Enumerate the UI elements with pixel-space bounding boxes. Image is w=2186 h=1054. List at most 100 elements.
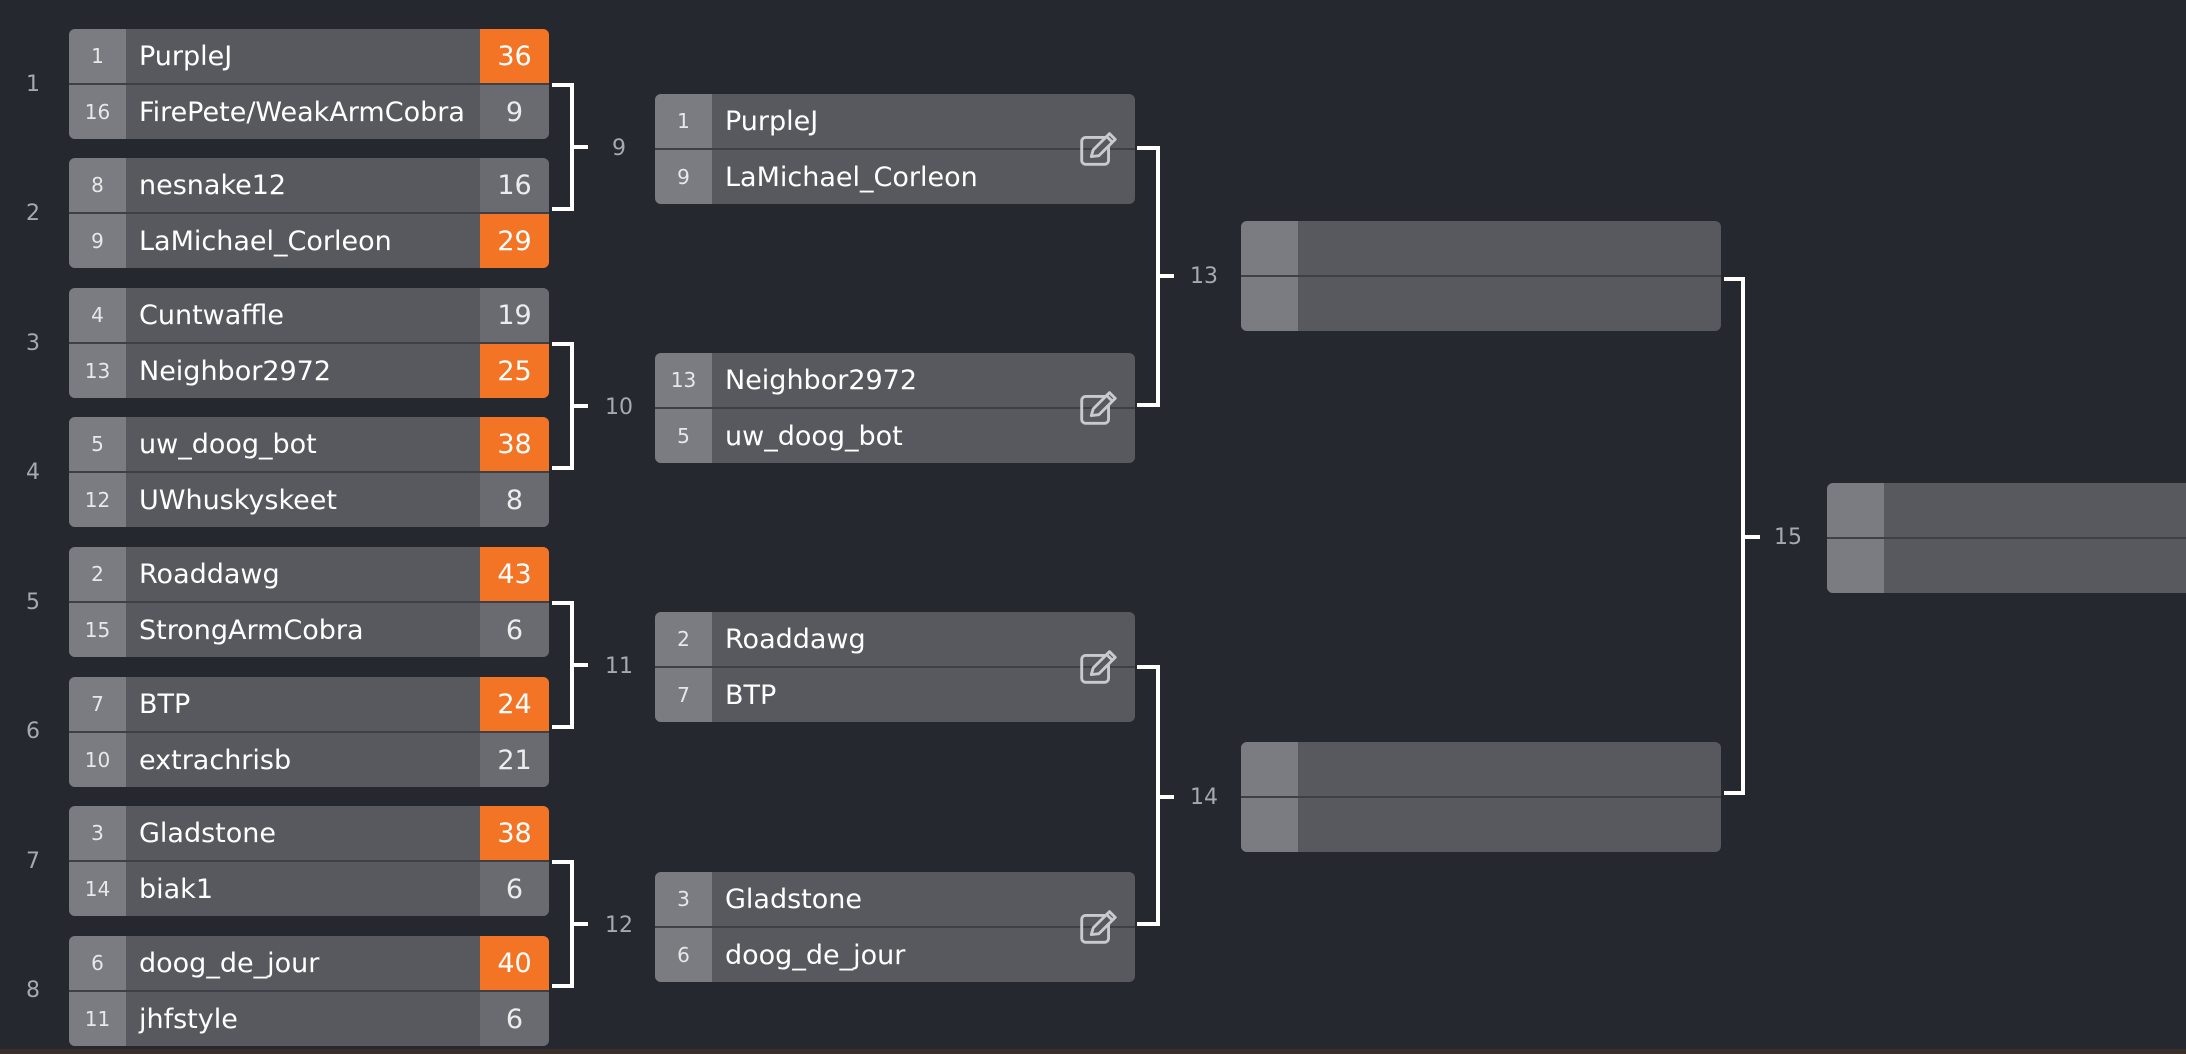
edit-pencil-icon[interactable]: [1073, 901, 1123, 951]
participant-row[interactable]: 11 jhfstyle 6: [69, 990, 549, 1046]
round1-match-2[interactable]: 8 nesnake12 16 9 LaMichael_Corleon 29: [69, 158, 549, 268]
connector-line: [1137, 146, 1160, 407]
seed-badge: 5: [69, 417, 126, 471]
match-number: 8: [26, 978, 40, 1003]
seed-badge: 3: [655, 872, 712, 926]
participant-row[interactable]: 7 BTP: [655, 666, 1135, 722]
score: 6: [480, 992, 549, 1046]
seed-badge: 5: [655, 409, 712, 463]
match-number: 6: [26, 719, 40, 744]
participant-row-empty[interactable]: [1241, 275, 1721, 331]
seed-badge: 9: [69, 214, 126, 268]
participant-name: LaMichael_Corleon: [725, 161, 978, 193]
match-number: 15: [1774, 525, 1802, 550]
participant-row[interactable]: 7 BTP 24: [69, 677, 549, 731]
participant-row-empty[interactable]: [1241, 796, 1721, 852]
round2-match-10[interactable]: 13 Neighbor2972 5 uw_doog_bot: [655, 353, 1135, 463]
round3-match-13[interactable]: [1241, 221, 1721, 331]
round2-match-12[interactable]: 3 Gladstone 6 doog_de_jour: [655, 872, 1135, 982]
match-number: 14: [1190, 785, 1218, 810]
match-number: 7: [26, 849, 40, 874]
participant-row[interactable]: 2 Roaddawg: [655, 612, 1135, 666]
round2-match-11[interactable]: 2 Roaddawg 7 BTP: [655, 612, 1135, 722]
participant-row[interactable]: 5 uw_doog_bot 38: [69, 417, 549, 471]
participant-row[interactable]: 3 Gladstone 38: [69, 806, 549, 860]
score: 8: [480, 473, 549, 527]
score-winner: 38: [480, 806, 549, 860]
connector-line: [552, 342, 574, 470]
participant-row[interactable]: 6 doog_de_jour: [655, 926, 1135, 982]
participant-row[interactable]: 13 Neighbor2972 25: [69, 342, 549, 398]
participant-row[interactable]: 2 Roaddawg 43: [69, 547, 549, 601]
round4-match-15[interactable]: [1827, 483, 2186, 593]
round1-match-5[interactable]: 2 Roaddawg 43 15 StrongArmCobra 6: [69, 547, 549, 657]
score-winner: 43: [480, 547, 549, 601]
seed-badge: 2: [655, 612, 712, 666]
round1-match-1[interactable]: 1 PurpleJ 36 16 FirePete/WeakArmCobra 9: [69, 29, 549, 139]
round1-match-4[interactable]: 5 uw_doog_bot 38 12 UWhuskyskeet 8: [69, 417, 549, 527]
match-number: 12: [605, 913, 633, 938]
participant-row[interactable]: 1 PurpleJ 36: [69, 29, 549, 83]
round1-match-8[interactable]: 6 doog_de_jour 40 11 jhfstyle 6: [69, 936, 549, 1046]
seed-badge-empty: [1241, 742, 1298, 796]
participant-row[interactable]: 15 StrongArmCobra 6: [69, 601, 549, 657]
participant-row[interactable]: 6 doog_de_jour 40: [69, 936, 549, 990]
participant-row[interactable]: 12 UWhuskyskeet 8: [69, 471, 549, 527]
participant-name: doog_de_jour: [725, 939, 906, 971]
participant-row[interactable]: 13 Neighbor2972: [655, 353, 1135, 407]
participant-name: BTP: [139, 688, 191, 720]
participant-name: Roaddawg: [139, 558, 280, 590]
round2-match-9[interactable]: 1 PurpleJ 9 LaMichael_Corleon: [655, 94, 1135, 204]
seed-badge: 8: [69, 158, 126, 212]
participant-row[interactable]: 4 Cuntwaffle 19: [69, 288, 549, 342]
seed-badge: 7: [655, 668, 712, 722]
score-winner: 40: [480, 936, 549, 990]
seed-badge: 15: [69, 603, 126, 657]
participant-row[interactable]: 9 LaMichael_Corleon 29: [69, 212, 549, 268]
participant-row[interactable]: 3 Gladstone: [655, 872, 1135, 926]
participant-row[interactable]: 8 nesnake12 16: [69, 158, 549, 212]
seed-badge: 1: [69, 29, 126, 83]
match-number: 11: [605, 654, 633, 679]
score-winner: 36: [480, 29, 549, 83]
participant-row[interactable]: 9 LaMichael_Corleon: [655, 148, 1135, 204]
match-number: 10: [605, 395, 633, 420]
seed-badge: 2: [69, 547, 126, 601]
round3-match-14[interactable]: [1241, 742, 1721, 852]
score-winner: 25: [480, 344, 549, 398]
edit-pencil-icon[interactable]: [1073, 123, 1123, 173]
participant-row-empty[interactable]: [1827, 537, 2186, 593]
round1-match-7[interactable]: 3 Gladstone 38 14 biak1 6: [69, 806, 549, 916]
participant-row[interactable]: 14 biak1 6: [69, 860, 549, 916]
score-winner: 29: [480, 214, 549, 268]
participant-name: jhfstyle: [139, 1003, 238, 1035]
round1-match-6[interactable]: 7 BTP 24 10 extrachrisb 21: [69, 677, 549, 787]
participant-row-empty[interactable]: [1827, 483, 2186, 537]
round1-match-3[interactable]: 4 Cuntwaffle 19 13 Neighbor2972 25: [69, 288, 549, 398]
seed-badge-empty: [1241, 798, 1298, 852]
participant-name: UWhuskyskeet: [139, 484, 337, 516]
participant-name: extrachrisb: [139, 744, 292, 776]
participant-name: biak1: [139, 873, 213, 905]
participant-row[interactable]: 1 PurpleJ: [655, 94, 1135, 148]
seed-badge-empty: [1827, 539, 1884, 593]
seed-badge: 14: [69, 862, 126, 916]
connector-line: [1137, 665, 1160, 926]
seed-badge: 9: [655, 150, 712, 204]
connector-line: [552, 601, 574, 729]
participant-row[interactable]: 10 extrachrisb 21: [69, 731, 549, 787]
seed-badge: 13: [69, 344, 126, 398]
participant-row-empty[interactable]: [1241, 221, 1721, 275]
participant-row-empty[interactable]: [1241, 742, 1721, 796]
participant-row[interactable]: 16 FirePete/WeakArmCobra 9: [69, 83, 549, 139]
participant-name: uw_doog_bot: [725, 420, 903, 452]
participant-name: Gladstone: [139, 817, 277, 849]
score-winner: 38: [480, 417, 549, 471]
connector-line: [552, 83, 574, 211]
edit-pencil-icon[interactable]: [1073, 641, 1123, 691]
edit-pencil-icon[interactable]: [1073, 382, 1123, 432]
participant-row[interactable]: 5 uw_doog_bot: [655, 407, 1135, 463]
match-number: 1: [26, 72, 40, 97]
score: 21: [480, 733, 549, 787]
